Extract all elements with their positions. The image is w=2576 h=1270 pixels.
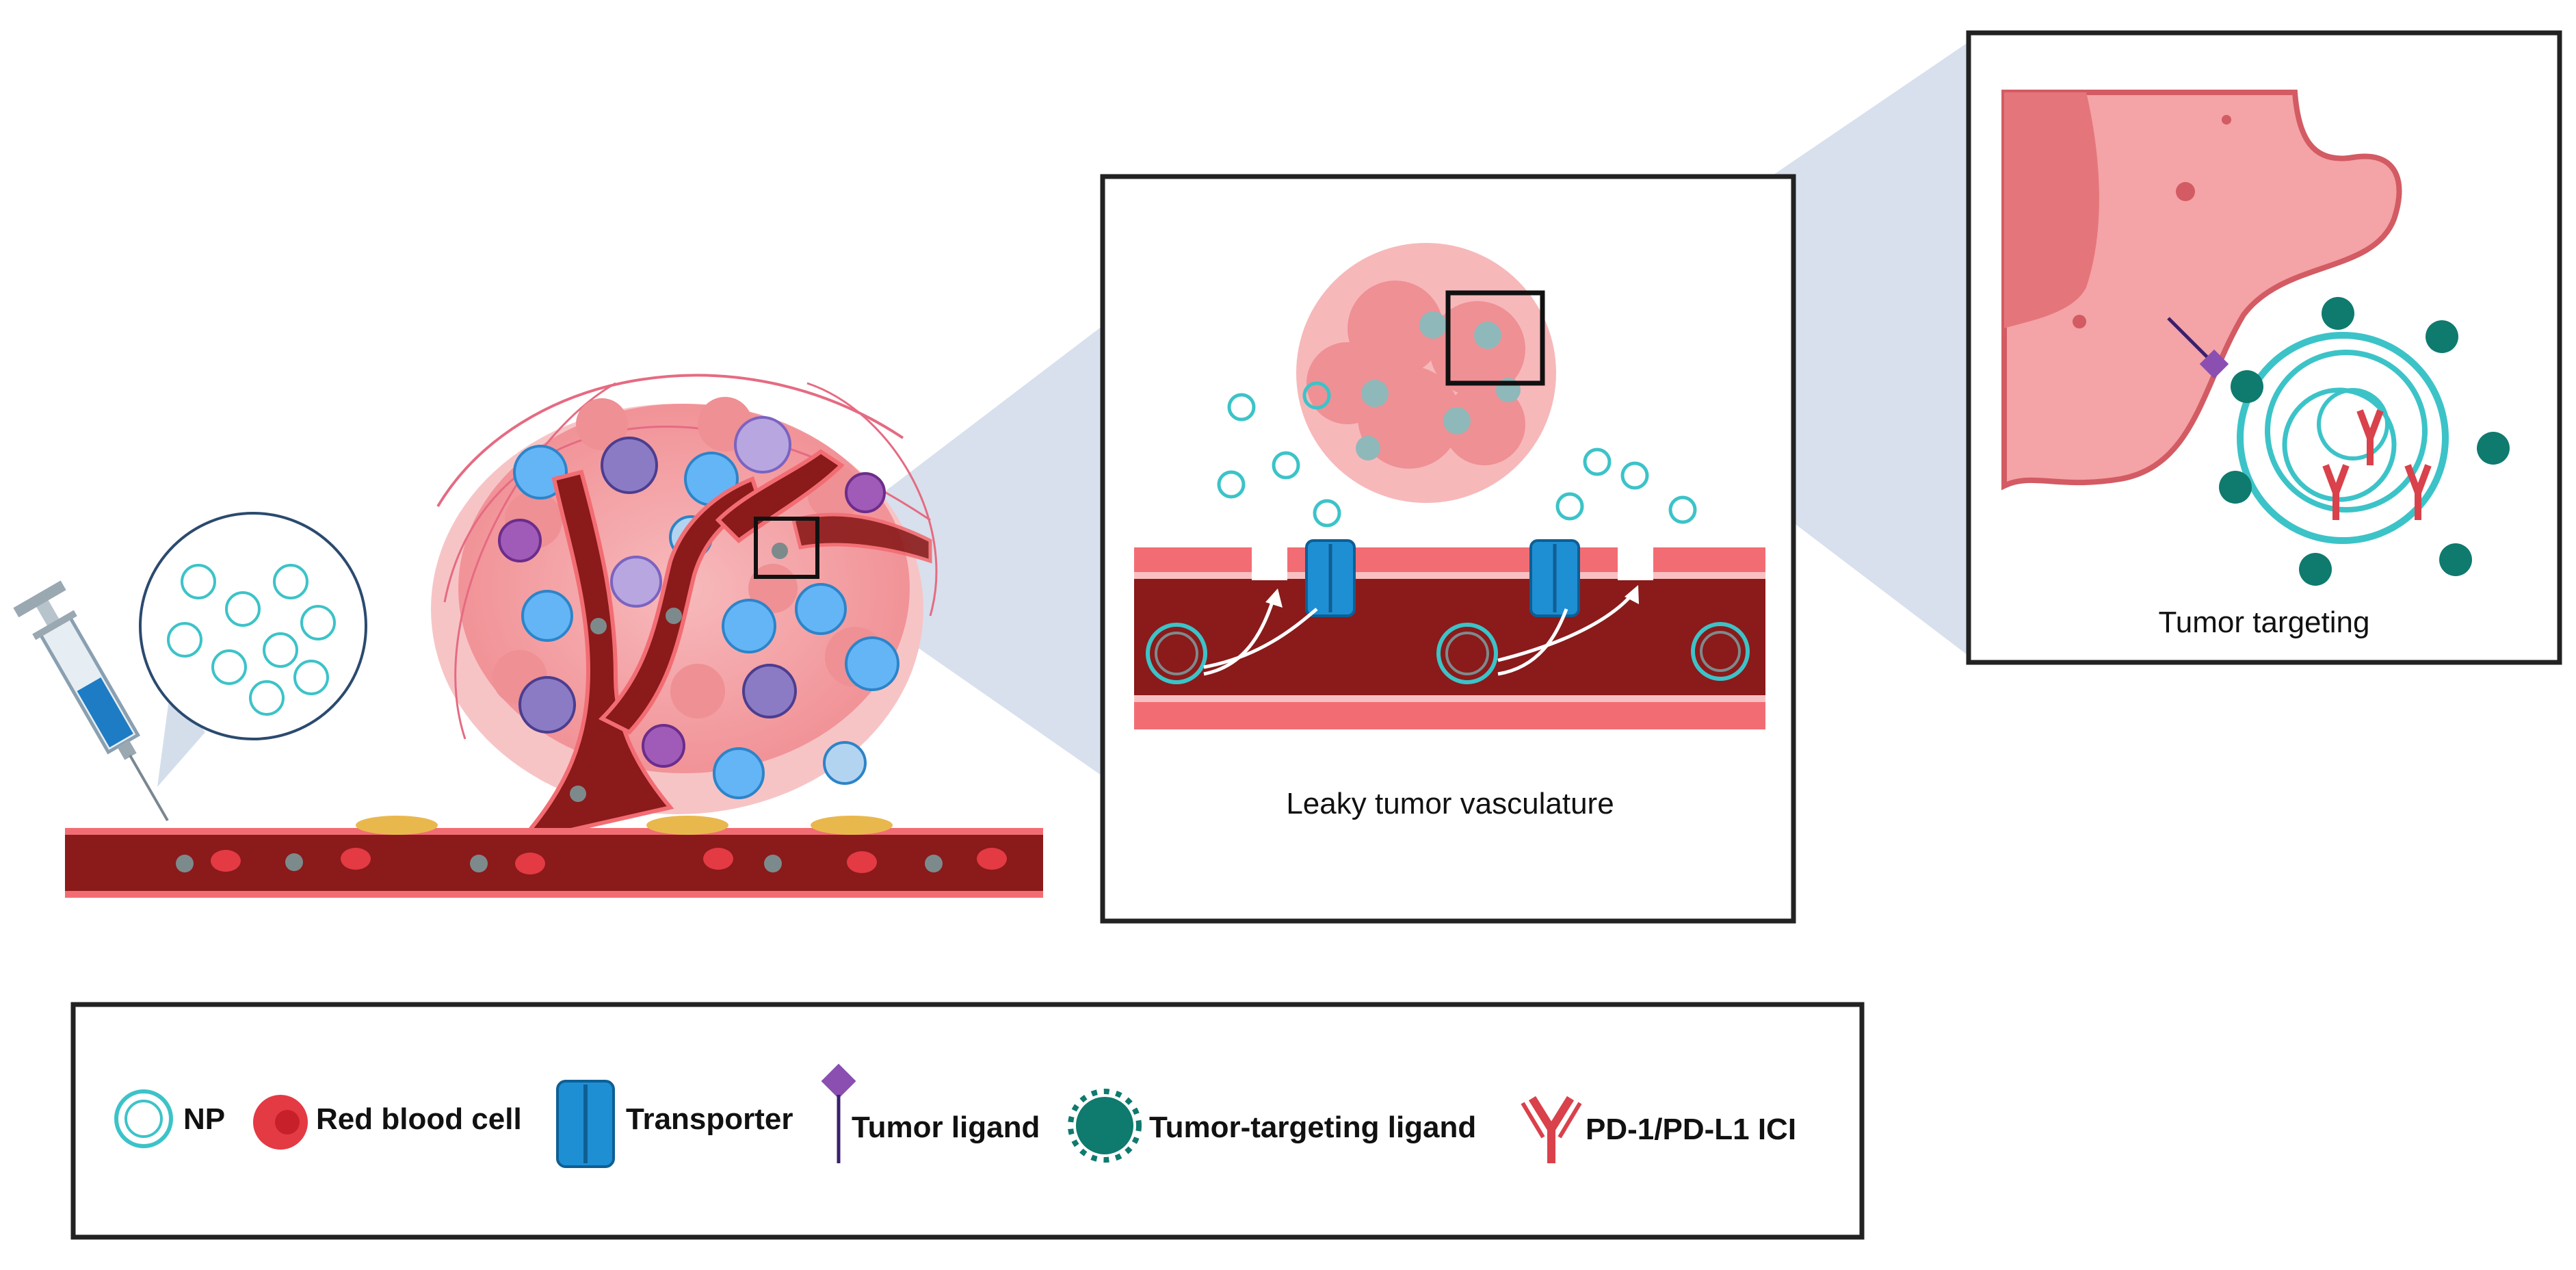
tumor-microenvironment [65,374,1043,898]
transporter-left [1305,539,1356,617]
zoom-cone-left [793,322,1108,780]
legend-box: NP Red blood cell Transporter Tumor liga… [70,1002,1865,1240]
zoom-box-tumor [1445,290,1545,386]
legend-label-tumor-ligand: Tumor ligand [852,1111,1040,1144]
tumor-ligand-stem [2167,317,2214,364]
tumor-ligand-icon [821,1063,856,1163]
targeting-caption: Tumor targeting [2158,606,2370,639]
transporter-right [1529,539,1580,617]
legend-label-transporter: Transporter [626,1102,793,1136]
legend-label-rbc: Red blood cell [316,1102,522,1136]
legend-label-ici: PD-1/PD-L1 ICI [1586,1113,1796,1146]
nanoparticle-icon [114,1089,173,1148]
syringe-icon [13,580,169,822]
legend-label-targeting-ligand: Tumor-targeting ligand [1149,1111,1476,1144]
legend-label-np: NP [183,1102,225,1136]
transporter-icon [556,1080,615,1168]
red-blood-cell-icon [253,1095,308,1150]
antibody-icon [1521,1096,1582,1163]
targeting-panel [1966,30,2562,665]
np-bubble [139,512,367,740]
zoom-box-vessel [754,517,819,579]
vasculature-panel [1100,174,1796,924]
zoom-cone-syringe [157,684,205,787]
tumor-targeting-ligand-icon [1068,1089,1142,1163]
vasculature-caption: Leaky tumor vasculature [1286,787,1614,820]
